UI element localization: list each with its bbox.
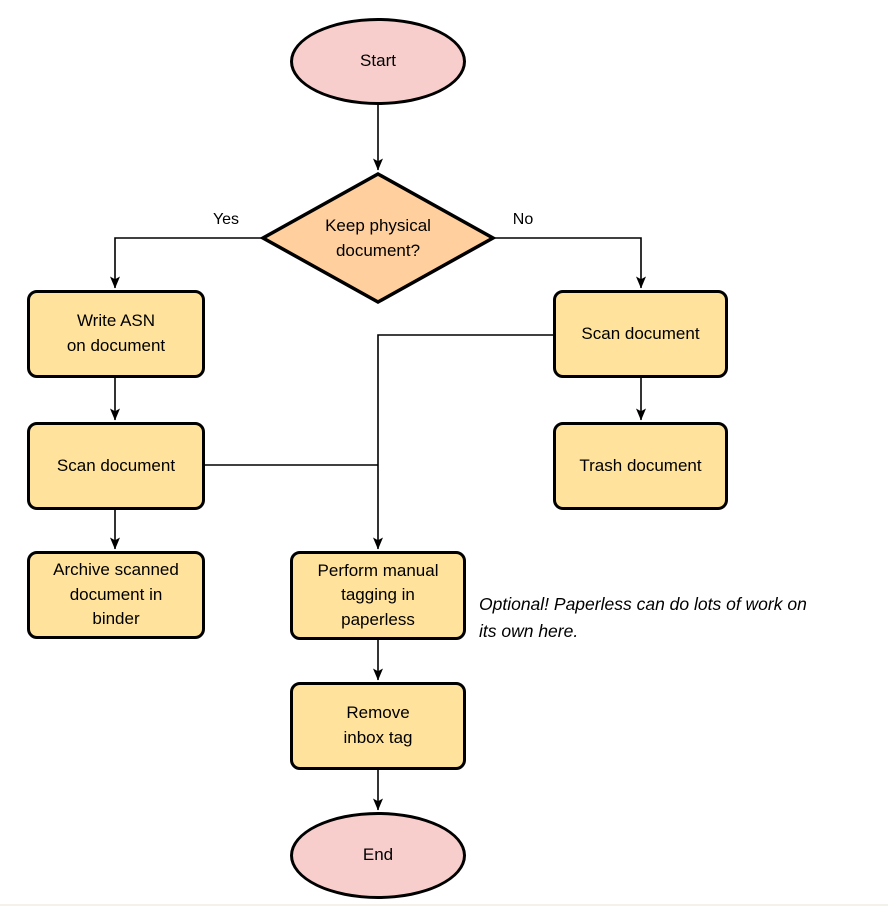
decision-diamond-shape — [259, 171, 497, 305]
process-archive-binder: Archive scanned document in binder — [27, 551, 205, 639]
process-trash-document-label: Trash document — [579, 455, 702, 475]
process-archive-binder-label: Archive scanned document in binder — [53, 560, 179, 629]
process-write-asn-label: Write ASN on document — [66, 311, 166, 355]
end-terminator: End — [290, 812, 466, 899]
process-remove-inbox-tag-label: Remove inbox tag — [343, 703, 413, 747]
edge-decision-no-to-scan-right — [492, 237, 646, 289]
edge-label-no: No — [512, 211, 534, 228]
edge-scan-right-to-tagging — [373, 334, 553, 550]
process-trash-document: Trash document — [553, 422, 728, 510]
process-write-asn: Write ASN on document — [27, 290, 205, 378]
decision-node: Keep physical document? — [268, 206, 488, 270]
process-manual-tagging: Perform manual tagging in paperless — [290, 551, 466, 640]
end-label: End — [362, 845, 394, 865]
optional-annotation: Optional! Paperless can do lots of work … — [479, 594, 807, 642]
process-manual-tagging-label: Perform manual tagging in paperless — [317, 560, 439, 629]
edge-decision-yes-to-write-asn — [110, 237, 264, 289]
process-scan-document-left: Scan document — [27, 422, 205, 510]
process-remove-inbox-tag: Remove inbox tag — [290, 682, 466, 770]
start-label: Start — [360, 51, 396, 71]
decision-label: Keep physical document? — [325, 215, 431, 261]
process-scan-document-left-label: Scan document — [56, 455, 176, 475]
bottom-divider-line — [0, 904, 888, 906]
edge-label-yes: Yes — [212, 211, 240, 228]
process-scan-document-right-label: Scan document — [581, 323, 700, 343]
start-terminator: Start — [290, 18, 466, 105]
process-scan-document-right: Scan document — [553, 290, 728, 378]
